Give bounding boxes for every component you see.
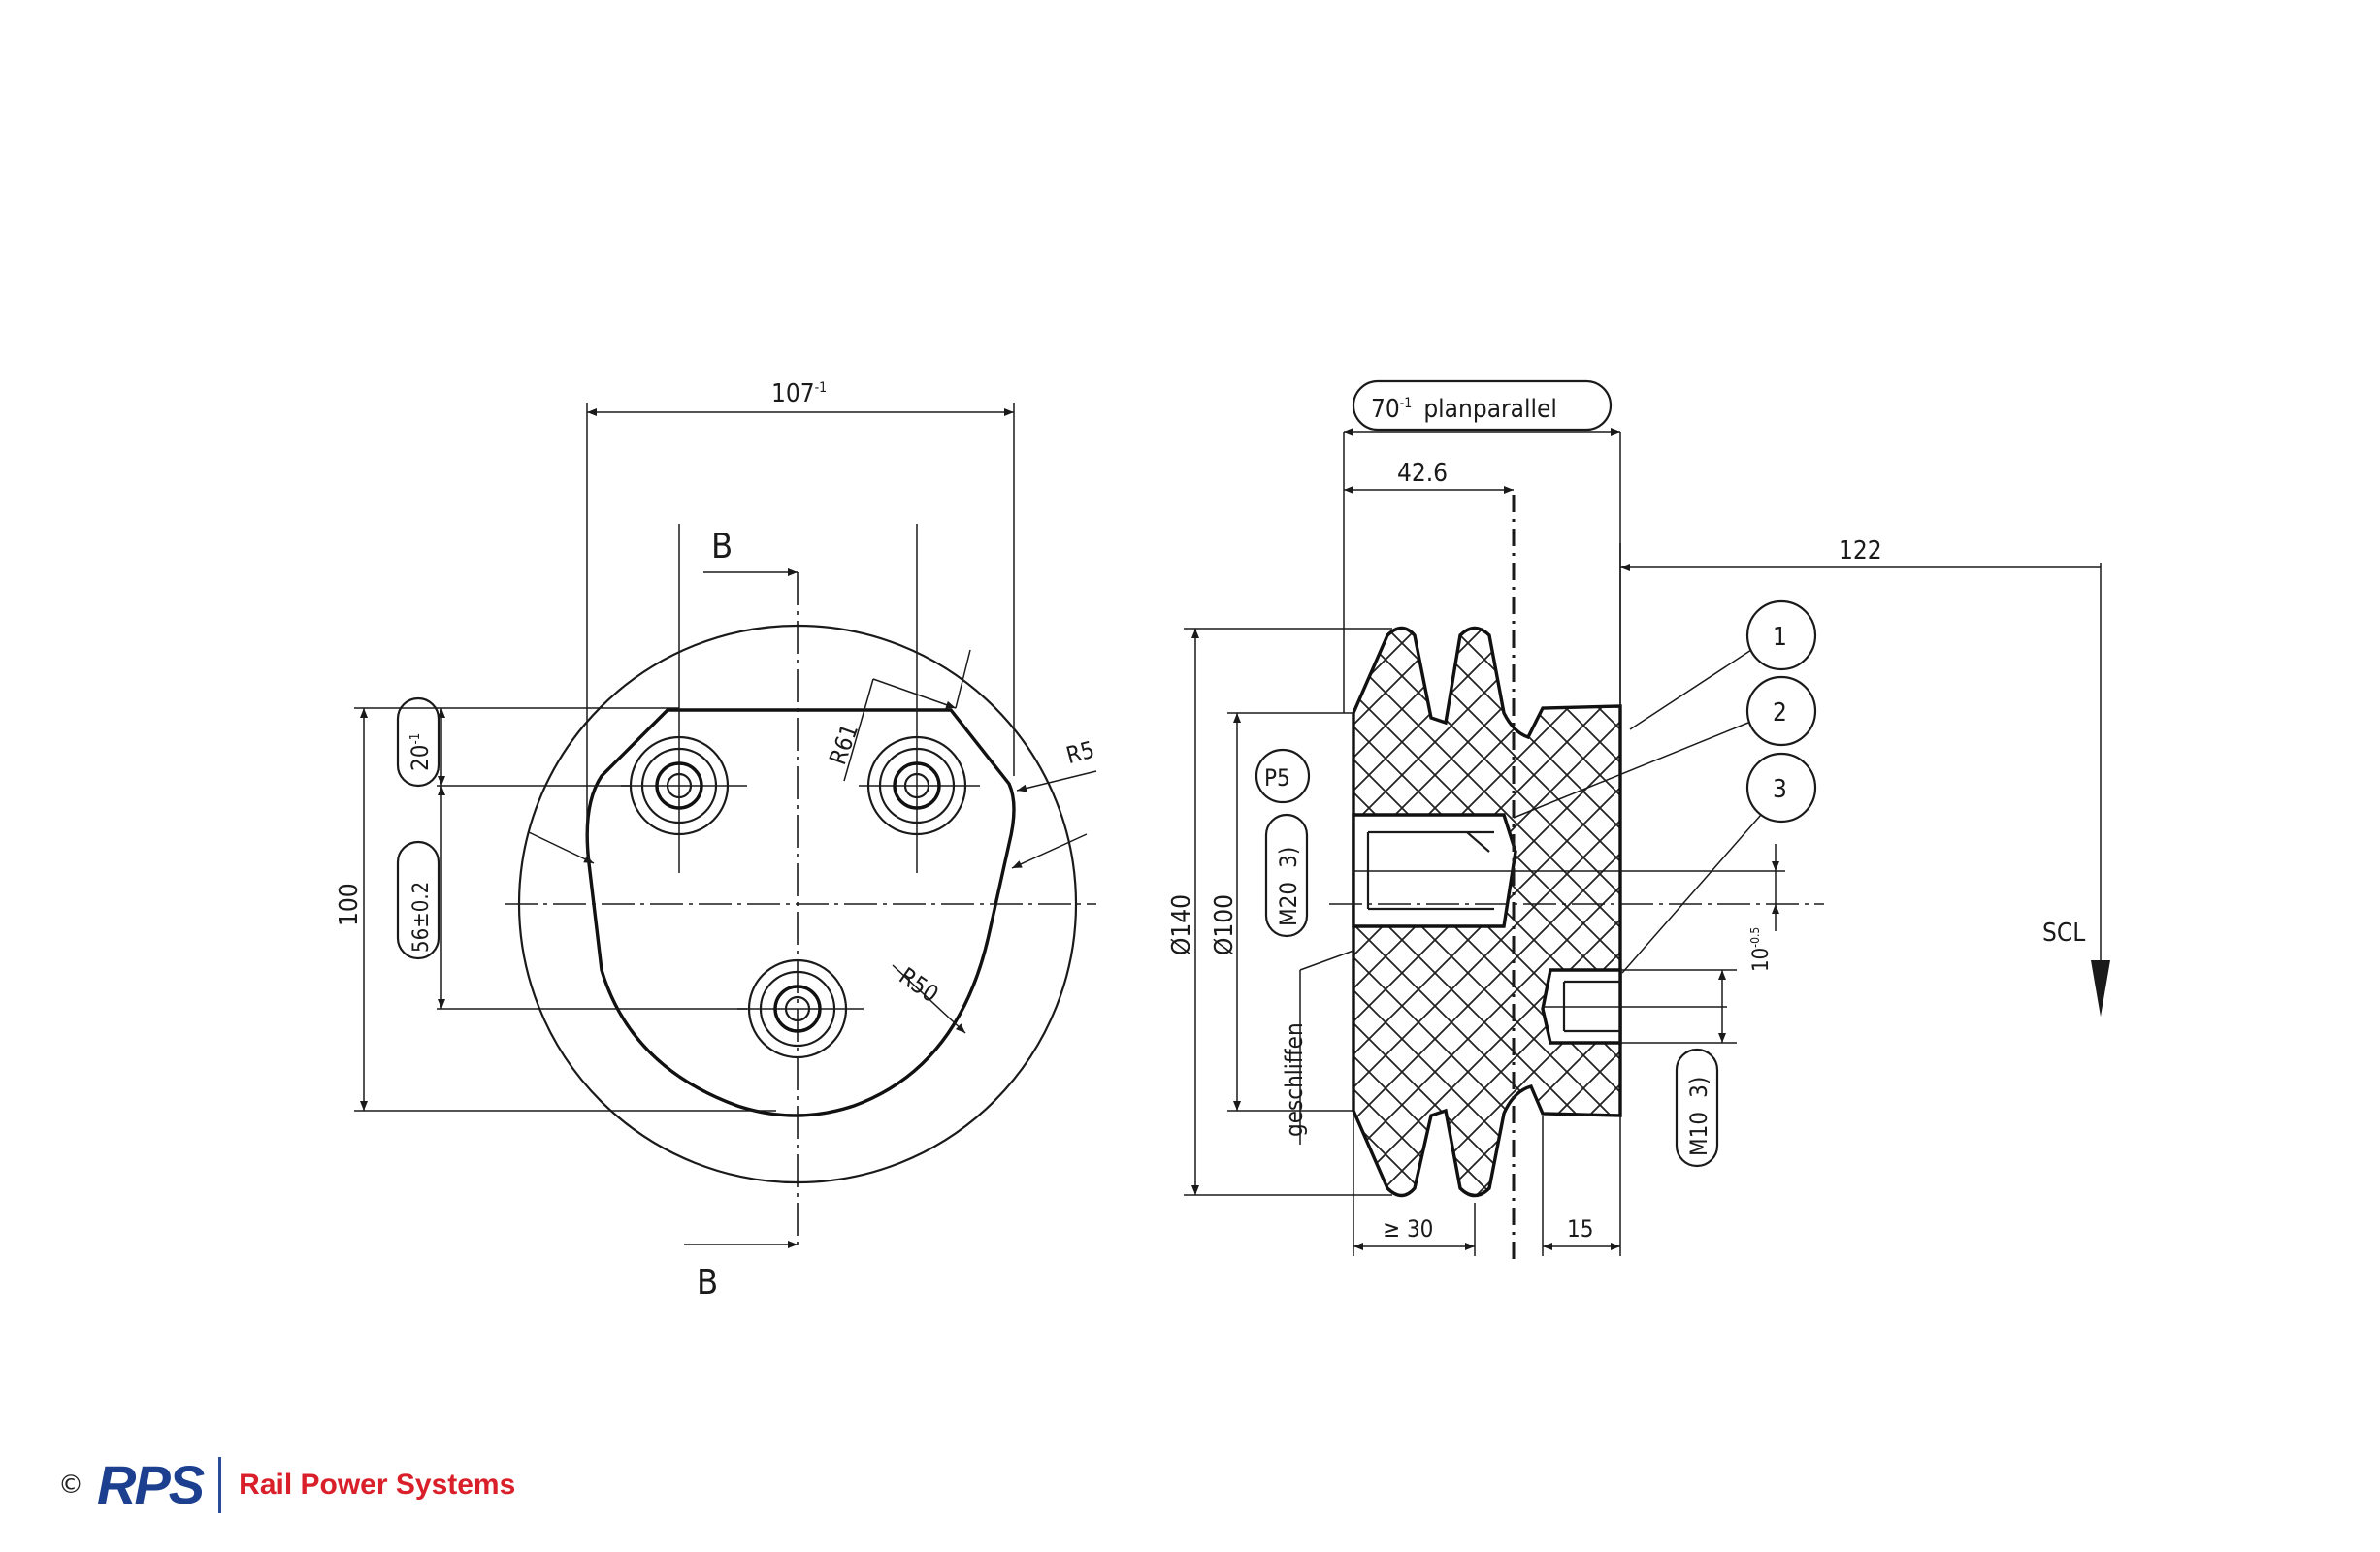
hole-top-right [866, 735, 967, 836]
callout-3-text: 3 [1773, 775, 1787, 804]
callout-1-text: 1 [1773, 623, 1787, 652]
dim-15-text: 15 [1567, 1215, 1593, 1243]
callout-3-leader [1621, 814, 1762, 974]
copyright-symbol: © [58, 1471, 83, 1500]
callout-2-leader [1513, 722, 1749, 819]
geschliffen-leader [1299, 950, 1354, 971]
r61-arrow [872, 678, 957, 709]
dim-d100-text: Ø100 [1210, 894, 1239, 955]
dim-30-text: ≥ 30 [1383, 1215, 1433, 1243]
dim-56-frame [396, 840, 440, 960]
dim-42-text: 42.6 [1397, 459, 1448, 488]
front-view: 107-1 B B R61 R5 R50 100 20-1 56± [335, 379, 1097, 1303]
dim-r5-text: R5 [1063, 736, 1097, 769]
dim-70-frame [1352, 379, 1613, 432]
callout-2-text: 2 [1773, 698, 1787, 728]
dim-r50-text: R50 [895, 962, 944, 1008]
dim-107-text: 107-1 [771, 379, 827, 408]
plate-arc-left-arrow [528, 831, 595, 864]
section-label-bottom: B [697, 1263, 718, 1303]
dim-r61-text: R61 [824, 721, 864, 768]
dim-d140-text: Ø140 [1167, 894, 1196, 955]
hole-bottom [747, 958, 848, 1059]
callout-1-leader [1629, 649, 1752, 730]
dim-20-frame [396, 696, 440, 788]
callout-3-circle [1745, 752, 1817, 824]
m20-frame [1264, 813, 1309, 938]
p5-text: P5 [1264, 764, 1290, 792]
dim-100-text: 100 [335, 883, 364, 926]
scl-arrowhead [2091, 960, 2110, 1017]
m10-text: M103) [1685, 1077, 1712, 1156]
callout-2-circle [1745, 675, 1817, 747]
dim-56-text: 56±0.2 [409, 882, 434, 953]
r61-leader [843, 678, 874, 782]
hole-top-left [629, 735, 730, 836]
callout-1-circle [1745, 599, 1817, 671]
rps-logo: RPS [97, 1454, 205, 1515]
r5-leader [1016, 770, 1097, 792]
m10-frame [1675, 1048, 1719, 1168]
geschliffen-text: geschliffen [1281, 1022, 1308, 1137]
section-label-top: B [711, 527, 733, 566]
r61-ext [955, 649, 971, 709]
dim-122-text: 122 [1839, 536, 1882, 566]
dim-20-text: 20-1 [407, 733, 434, 771]
m20-text: M203) [1275, 847, 1302, 926]
plate-arc-right-arrow [1011, 833, 1088, 869]
scl-text: SCL [2042, 919, 2085, 948]
company-name: Rail Power Systems [239, 1469, 516, 1501]
dim-10-text: 10-0.5 [1748, 927, 1774, 972]
footer-logo: © RPS Rail Power Systems [58, 1451, 515, 1519]
m20-chamfer [1466, 831, 1490, 853]
p5-circle [1255, 748, 1311, 804]
logo-divider [218, 1457, 222, 1513]
r50-leader [892, 964, 966, 1034]
